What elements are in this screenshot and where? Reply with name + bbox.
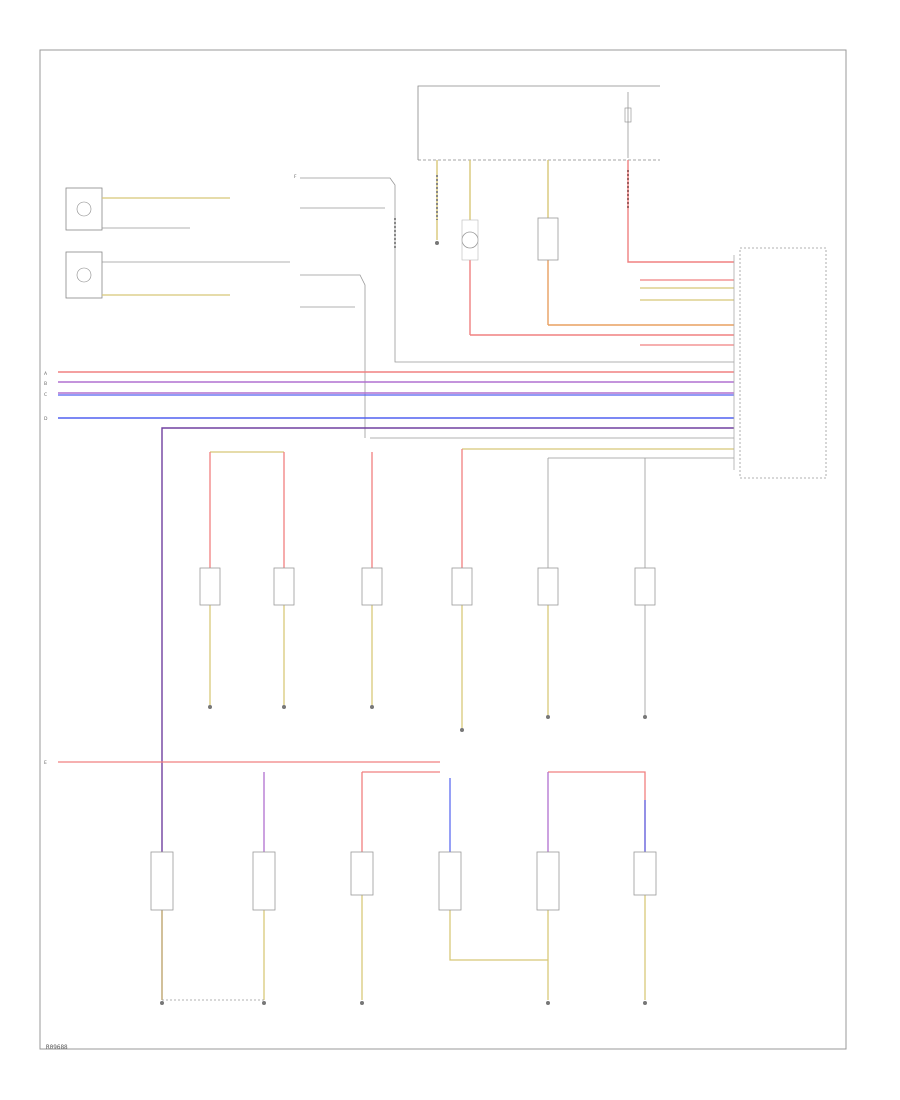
side-labels: A B C D E F: [44, 174, 297, 766]
side-label-d: D: [44, 416, 48, 422]
top-module: [417, 85, 660, 161]
lower-lamps: [150, 851, 657, 1005]
switch-unit-upper: [65, 187, 230, 231]
upper-lamp-wires: [435, 160, 734, 336]
diagram-code: R09688: [46, 1044, 68, 1051]
middle-lamps: [199, 567, 656, 732]
switch-contacts: [300, 177, 734, 438]
side-label-c: C: [44, 392, 47, 398]
switch-unit-lower: [65, 251, 290, 299]
right-connector: [733, 247, 827, 479]
lower-wires: [58, 761, 646, 1001]
fuse-feed-wires: [627, 160, 734, 263]
bus-lines: [58, 279, 734, 1000]
side-label-b: B: [44, 381, 47, 387]
lamp-upper-right: [537, 217, 559, 261]
lamp-upper-left: [461, 219, 479, 261]
diagram-frame: [39, 49, 847, 1050]
side-label-a: A: [44, 371, 48, 377]
middle-lamp-wires: [209, 449, 646, 728]
side-label-f: F: [294, 174, 297, 180]
side-label-e: E: [44, 760, 47, 766]
